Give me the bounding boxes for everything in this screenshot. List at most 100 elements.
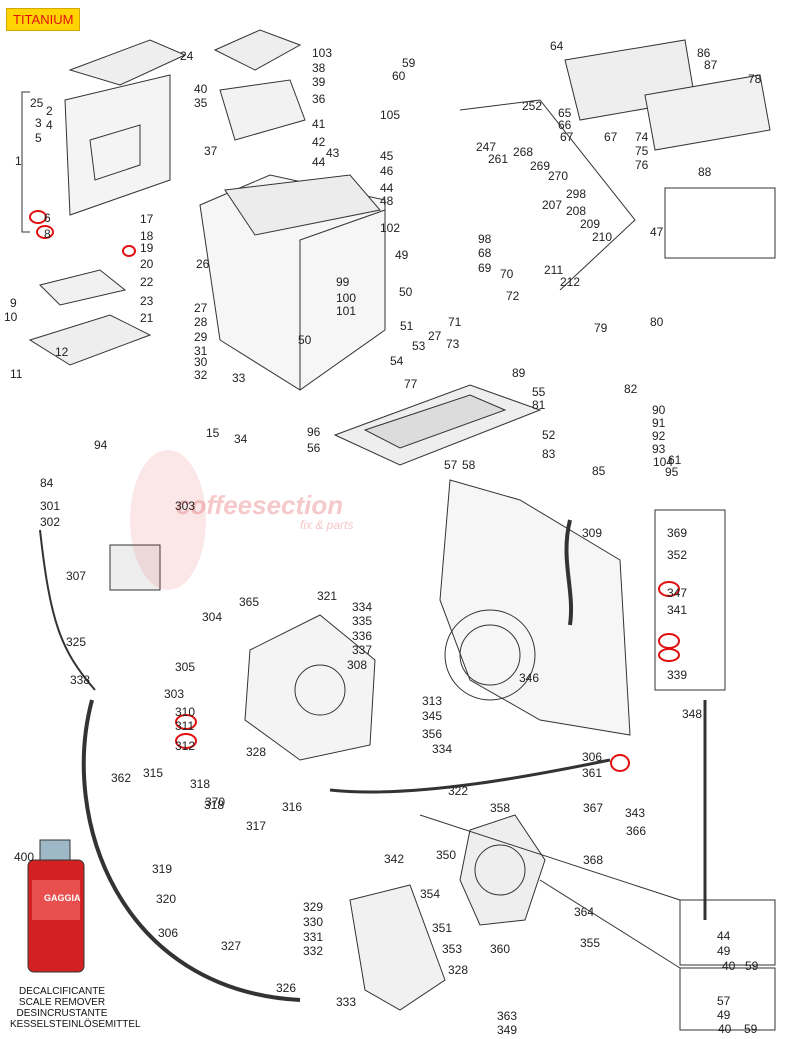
part-number-label: 73 (446, 337, 460, 351)
part-number-label: 54 (390, 354, 404, 368)
product-caption-1: DECALCIFICANTE (18, 986, 106, 997)
part-number-label: 40 (722, 959, 736, 973)
part-number-label: 58 (462, 458, 476, 472)
part-number-label: 350 (436, 848, 457, 862)
part-number-label: 81 (532, 398, 546, 412)
part-number-label: 354 (420, 887, 441, 901)
part-number-label: 298 (566, 187, 587, 201)
part-number-label: 86 (697, 46, 711, 60)
part-number-label: 311 (175, 719, 195, 733)
part-number-label: 61 (668, 453, 682, 467)
part-number-label: 305 (175, 660, 196, 674)
part-number-label: 353 (442, 942, 463, 956)
part-number-label: 310 (175, 705, 196, 719)
part-number-label: 316 (282, 800, 303, 814)
part-number-label: 91 (652, 416, 666, 430)
part-number-label: 320 (156, 892, 177, 906)
part-number-label: 51 (400, 319, 414, 333)
part-number-label: 49 (717, 944, 731, 958)
part-number-label: 94 (94, 438, 108, 452)
part-number-label: 23 (140, 294, 154, 308)
part-number-label: 39 (312, 75, 326, 89)
part-number-label: 210 (592, 230, 613, 244)
part-number-label: 28 (194, 315, 208, 329)
part-number-label: 348 (682, 707, 703, 721)
product-caption-2: SCALE REMOVER (18, 997, 106, 1008)
part-number-label: 26 (196, 257, 210, 271)
part-number-label: 67 (560, 130, 574, 144)
part-number-label: 50 (298, 333, 312, 347)
part-number-label: 347 (667, 586, 688, 600)
part-number-label: 53 (412, 339, 426, 353)
part-number-label: 59 (402, 56, 416, 70)
part-number-label: 345 (422, 709, 443, 723)
part-number-label: 46 (380, 164, 394, 178)
part-number-label: 342 (384, 852, 405, 866)
part-number-label: 18 (140, 229, 154, 243)
part-number-label: 356 (422, 727, 443, 741)
part-number-label: 17 (140, 212, 154, 226)
part-number-label: 5 (35, 131, 42, 145)
part-number-label: 84 (40, 476, 54, 490)
part-number-label: 104 (653, 455, 674, 469)
part-number-label: 322 (448, 784, 469, 798)
part-number-label: 309 (582, 526, 603, 540)
part-number-label: 212 (560, 275, 581, 289)
part-number-label: 12 (55, 345, 69, 359)
part-number-label: 83 (542, 447, 556, 461)
part-number-label: 59 (745, 959, 759, 973)
part-number-label: 334 (432, 742, 453, 756)
product-caption-3: DESINCRUSTANTE (16, 1008, 108, 1019)
part-number-label: 98 (478, 232, 492, 246)
part-number-label: 47 (650, 225, 664, 239)
part-number-label: 318 (204, 798, 225, 812)
part-number-label: 11 (10, 367, 23, 381)
part-number-label: 338 (70, 673, 91, 687)
product-caption-4: KESSELSTEINLÖSEMITTEL (10, 1019, 141, 1030)
part-number-label: 8 (44, 227, 51, 241)
part-number-label: 29 (194, 330, 208, 344)
part-number-label: 101 (336, 304, 357, 318)
part-number-label: 77 (404, 377, 418, 391)
part-number-label: 76 (635, 158, 649, 172)
part-number-label: 312 (175, 739, 196, 753)
part-number-label: 45 (380, 149, 394, 163)
part-number-label: 36 (312, 92, 326, 106)
part-number-label: 336 (352, 629, 373, 643)
part-number-label: 319 (152, 862, 173, 876)
part-number-label: 41 (312, 117, 326, 131)
part-number-label: 43 (326, 146, 340, 160)
part-number-label: 327 (221, 939, 242, 953)
part-number-label: 82 (624, 382, 638, 396)
part-number-label: 103 (312, 46, 333, 60)
part-number-label: 9 (10, 296, 17, 310)
part-number-label: 74 (635, 130, 649, 144)
part-number-label: 75 (635, 144, 649, 158)
bottle-brand: GAGGIA (44, 893, 81, 903)
part-number-label: 100 (336, 291, 357, 305)
part-number-label: 37 (204, 144, 218, 158)
part-number-label: 93 (652, 442, 666, 456)
part-number-label: 301 (40, 499, 61, 513)
part-number-label: 31 (194, 344, 208, 358)
model-tag: TITANIUM (6, 8, 81, 31)
part-number-label: 21 (140, 311, 154, 325)
part-number-label: 363 (497, 1009, 518, 1023)
part-number-label: 313 (422, 694, 443, 708)
part-number-label: 20 (140, 257, 154, 271)
part-number-label: 50 (399, 285, 413, 299)
part-number-label: 207 (542, 198, 563, 212)
part-number-label: 349 (497, 1023, 518, 1037)
part-number-label: 315 (143, 766, 164, 780)
part-number-label: 367 (583, 801, 604, 815)
part-number-label: 328 (246, 745, 267, 759)
part-number-label: 334 (352, 600, 373, 614)
part-number-label: 89 (512, 366, 526, 380)
part-number-label: 65 (558, 106, 572, 120)
part-number-label: 34 (234, 432, 248, 446)
part-number-label: 365 (239, 595, 260, 609)
part-number-label: 99 (336, 275, 350, 289)
part-number-label: 328 (448, 963, 469, 977)
